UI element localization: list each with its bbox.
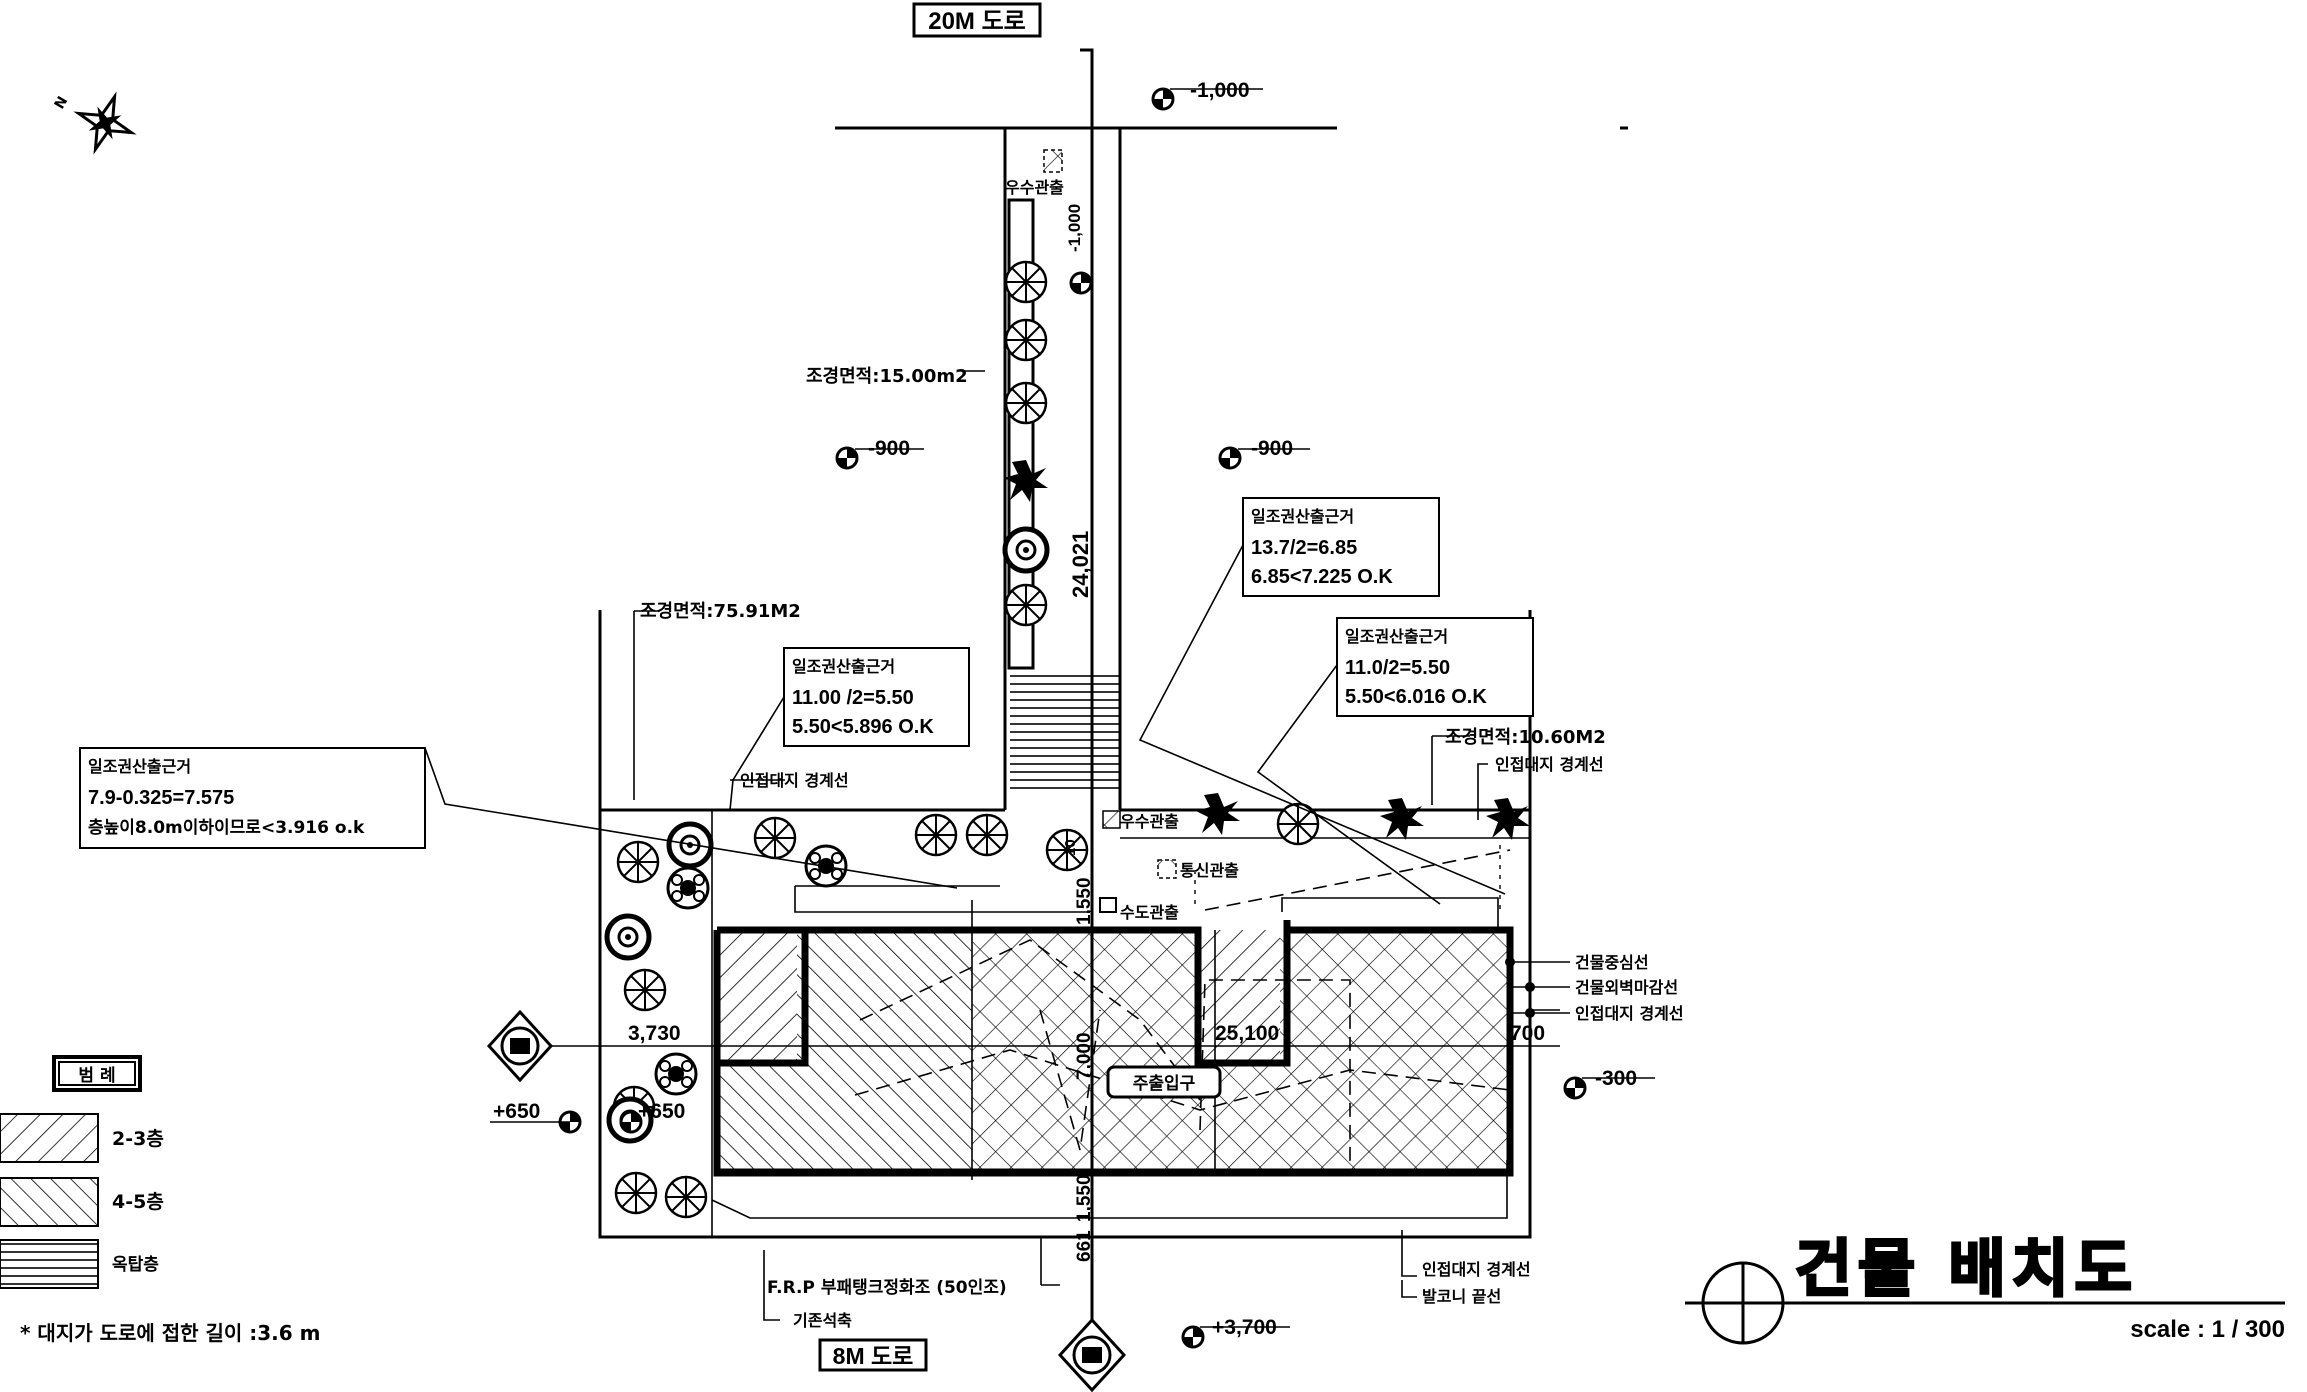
- svg-text:N: N: [52, 94, 72, 112]
- callout-3-title: 일조권산출근거: [1345, 627, 1448, 646]
- callout-4-line1: 7.9-0.325=7.575: [88, 787, 234, 809]
- legend-title: 범 례: [78, 1066, 115, 1086]
- legend-item-2-3: 2-3층: [112, 1128, 164, 1150]
- callout-1-line1: 11.00 /2=5.50: [792, 687, 914, 709]
- drawing-scale: scale : 1 / 300: [2130, 1316, 2285, 1343]
- dim-3730: 3,730: [628, 1022, 681, 1045]
- label-adjacent-boundary-3: 인접대지 경계선: [1575, 1004, 1684, 1023]
- dim-10: 10: [1062, 839, 1079, 856]
- dim-25100: 25,100: [1215, 1022, 1279, 1045]
- dim-7000: 7,000: [1074, 1032, 1095, 1080]
- callout-3-line2: 5.50<6.016 O.K: [1345, 686, 1487, 708]
- elev-left-side: +650: [493, 1100, 540, 1123]
- callout-3-line1: 11.0/2=5.50: [1345, 657, 1450, 679]
- callout-4-line2: 층높이8.0m이하이므로<3.916 o.k: [88, 818, 365, 838]
- label-comm-tap: 통신관출: [1180, 861, 1239, 880]
- label-landscape-area-3: 조경면적:10.60M2: [1445, 727, 1606, 748]
- legend-item-rooftop: 옥탑층: [112, 1254, 159, 1275]
- label-building-outer-wall: 건물외벽마감선: [1575, 978, 1678, 997]
- callout-2-line2: 6.85<7.225 O.K: [1251, 566, 1393, 588]
- callout-2-line1: 13.7/2=6.85: [1251, 537, 1357, 559]
- label-balcony-line: 발코니 끝선: [1422, 1287, 1501, 1306]
- label-water-tap-mid: 우수관출: [1120, 812, 1179, 831]
- main-entrance-icon: [486, 1009, 554, 1083]
- elev-vertical-road: -1,000: [1065, 204, 1084, 252]
- label-existing-stone: 기존석축: [793, 1311, 852, 1330]
- label-landscape-area-1: 조경면적:15.00m2: [806, 366, 968, 387]
- legend-item-4-5: 4-5층: [112, 1191, 164, 1213]
- elev-left-mid: -900: [868, 437, 910, 460]
- north-road-label-box: 20M 도로: [912, 2, 1042, 38]
- elev-bottom: +3,700: [1212, 1316, 1277, 1339]
- label-frp-tank: F.R.P 부패탱크정화조 (50인조): [767, 1278, 1007, 1298]
- north-road-label: 20M 도로: [928, 8, 1026, 35]
- site-frontage-note: * 대지가 도로에 접한 길이 :3.6 m: [20, 1321, 321, 1345]
- label-landscape-area-2: 조경면적:75.91M2: [640, 601, 801, 622]
- label-adjacent-boundary-1: 인접대지 경계선: [740, 771, 849, 790]
- dim-1550-top: 1,550: [1074, 877, 1095, 925]
- north-arrow-icon: N: [52, 91, 137, 155]
- label-water-supply: 수도관출: [1120, 903, 1179, 922]
- label-length-24021: 24,021: [1068, 531, 1093, 598]
- label-adjacent-boundary-4: 인접대지 경계선: [1422, 1260, 1531, 1279]
- elev-right-side: -300: [1595, 1067, 1637, 1090]
- dim-661: 661: [1074, 1230, 1095, 1262]
- callout-2-title: 일조권산출근거: [1251, 507, 1354, 526]
- drawing-title: 건물 배치도: [1795, 1232, 2138, 1305]
- elev-right-mid: -900: [1251, 437, 1293, 460]
- south-road-label-box: 8M 도로: [818, 1338, 928, 1372]
- label-water-tap-top: 우수관출: [1005, 178, 1064, 197]
- label-adjacent-boundary-2: 인접대지 경계선: [1495, 755, 1604, 774]
- elev-top-road: -1,000: [1190, 79, 1250, 102]
- secondary-entrance-icon: [1057, 1317, 1127, 1392]
- label-main-entrance: 주출입구: [1133, 1074, 1196, 1094]
- main-entrance-tag: 주출입구: [1106, 1065, 1222, 1099]
- callout-4-title: 일조권산출근거: [88, 757, 191, 776]
- callout-1-line2: 5.50<5.896 O.K: [792, 716, 934, 738]
- callout-1-title: 일조권산출근거: [792, 657, 895, 676]
- dim-700: 700: [1510, 1022, 1545, 1045]
- south-road-label: 8M 도로: [833, 1343, 914, 1369]
- elev-inner-left: +650: [638, 1100, 685, 1123]
- label-building-center: 건물중심선: [1575, 953, 1649, 972]
- dim-1550-bottom: 1,550: [1074, 1174, 1095, 1222]
